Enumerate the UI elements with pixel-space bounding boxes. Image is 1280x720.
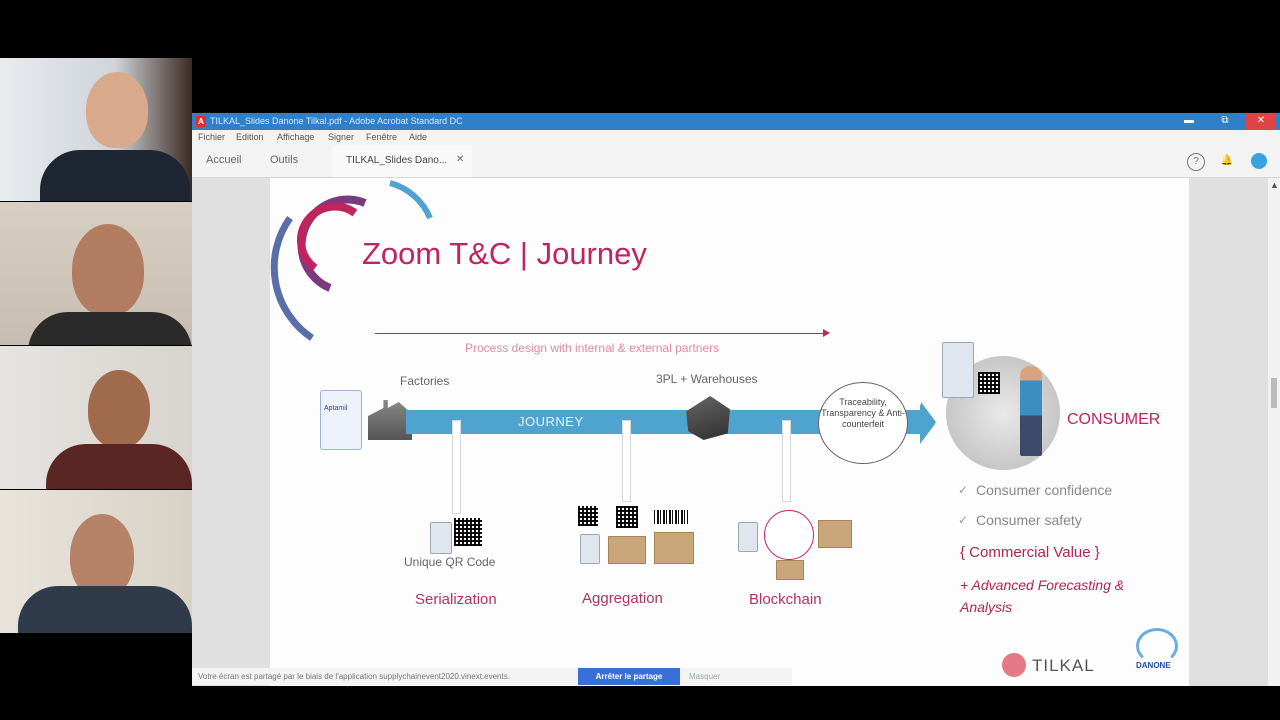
tab-tools[interactable]: Outils <box>270 154 299 166</box>
consumer-arrow-head <box>920 404 935 444</box>
tilkal-logo-icon <box>1002 653 1026 677</box>
menu-edit[interactable]: Edition <box>236 132 264 142</box>
participant-video-1 <box>0 58 192 201</box>
warehouse-icon <box>686 396 730 440</box>
phone-icon <box>942 342 974 398</box>
title-bar: A TILKAL_Slides Danone Tilkal.pdf - Adob… <box>192 113 1280 130</box>
account-icon[interactable] <box>1251 153 1267 169</box>
parcel-box-icon <box>654 532 694 564</box>
serialization-connector <box>452 420 461 514</box>
qr-code-label: Unique QR Code <box>404 555 496 569</box>
journey-label: JOURNEY <box>518 414 584 429</box>
slide-page: Zoom T&C | Journey Process design with i… <box>270 178 1189 686</box>
barcode-icon <box>654 510 688 524</box>
consumer-label: CONSUMER <box>1067 411 1161 428</box>
chain-link-icon <box>764 510 814 560</box>
participant-video-3 <box>0 346 192 489</box>
acrobat-window: A TILKAL_Slides Danone Tilkal.pdf - Adob… <box>192 113 1280 686</box>
commercial-value: { Commercial Value } <box>960 544 1100 561</box>
menu-view[interactable]: Affichage <box>277 132 315 142</box>
aggregation-label: Aggregation <box>582 590 663 607</box>
menu-sign[interactable]: Signer <box>328 132 355 142</box>
aggregation-connector <box>622 420 631 502</box>
participant-head <box>72 224 144 316</box>
restore-icon[interactable]: ⧉ <box>1221 115 1229 126</box>
qr-code-icon <box>616 506 638 528</box>
window-title: TILKAL_Slides Danone Tilkal.pdf - Adobe … <box>210 116 463 126</box>
check-icon: ✓ <box>958 483 969 497</box>
check-icon: ✓ <box>958 513 969 527</box>
benefit-item: Consumer safety <box>976 512 1082 528</box>
hide-button[interactable]: Masquer <box>689 672 721 681</box>
close-icon[interactable]: ✕ <box>1246 113 1276 130</box>
tilkal-logo-text: TILKAL <box>1032 656 1095 675</box>
participant-video-2 <box>0 202 192 345</box>
warehouses-label: 3PL + Warehouses <box>656 372 758 386</box>
menu-window[interactable]: Fenêtre <box>366 132 398 142</box>
factories-label: Factories <box>400 374 450 388</box>
product-phone-icon <box>738 522 758 552</box>
participant-body <box>28 312 192 345</box>
qr-code-icon <box>578 506 598 526</box>
product-can-icon: Aptamil <box>320 390 362 450</box>
menu-bar: Fichier Edition Affichage Signer Fenêtre… <box>192 130 1280 145</box>
benefit-item: Consumer confidence <box>976 482 1113 498</box>
vertical-scrollbar[interactable]: ▲ <box>1268 178 1280 686</box>
process-label: Process design with internal & external … <box>465 341 720 355</box>
tab-bar: Accueil Outils TILKAL_Slides Dano... ✕ ?… <box>192 145 1280 178</box>
share-message: Votre écran est partagé par le biais de … <box>198 672 510 681</box>
blockchain-label: Blockchain <box>749 591 822 608</box>
danone-logo-text: DANONE <box>1136 661 1171 670</box>
blockchain-connector <box>782 420 791 502</box>
slide-title: Zoom T&C | Journey <box>362 236 647 271</box>
swirl-logo <box>270 180 433 341</box>
serialization-label: Serialization <box>415 591 497 608</box>
tab-document[interactable]: TILKAL_Slides Dano... ✕ <box>332 145 472 177</box>
product-phone-icon <box>580 534 600 564</box>
menu-file[interactable]: Fichier <box>198 132 226 142</box>
participant-body <box>18 586 192 633</box>
parcel-box-icon <box>608 536 646 564</box>
bell-icon[interactable]: 🔔 <box>1220 155 1234 166</box>
participant-head <box>70 514 134 598</box>
traceability-circle: Traceability, Transparency & Anti-counte… <box>818 382 908 464</box>
participant-body <box>46 444 192 489</box>
shopper-figure <box>1020 366 1042 456</box>
participant-body <box>40 150 190 201</box>
parcel-box-icon <box>776 560 804 580</box>
minimize-icon[interactable]: ▬ <box>1184 115 1194 126</box>
tab-home[interactable]: Accueil <box>206 154 242 166</box>
pdf-icon: A <box>196 116 206 127</box>
qr-code-icon <box>978 372 1000 394</box>
document-tab-label: TILKAL_Slides Dano... <box>346 155 448 166</box>
document-viewer[interactable]: Zoom T&C | Journey Process design with i… <box>192 178 1280 686</box>
process-arrow-head <box>823 329 830 337</box>
help-icon[interactable]: ? <box>1187 153 1205 171</box>
close-tab-icon[interactable]: ✕ <box>456 154 465 165</box>
scroll-thumb[interactable] <box>1271 378 1277 408</box>
screen-share-bar: Votre écran est partagé par le biais de … <box>192 668 792 685</box>
product-phone-icon <box>430 522 452 554</box>
forecasting-text: + Advanced Forecasting & Analysis <box>960 577 1125 615</box>
participant-head <box>86 72 148 148</box>
stop-sharing-button[interactable]: Arrêter le partage <box>578 668 680 685</box>
process-arrow <box>375 333 827 334</box>
menu-help[interactable]: Aide <box>409 132 428 142</box>
participant-head <box>88 370 150 448</box>
participant-video-4 <box>0 490 192 633</box>
scroll-up-icon[interactable]: ▲ <box>1270 180 1279 190</box>
danone-logo-icon <box>1136 628 1178 664</box>
parcel-box-icon <box>818 520 852 548</box>
qr-code-icon <box>454 518 482 546</box>
